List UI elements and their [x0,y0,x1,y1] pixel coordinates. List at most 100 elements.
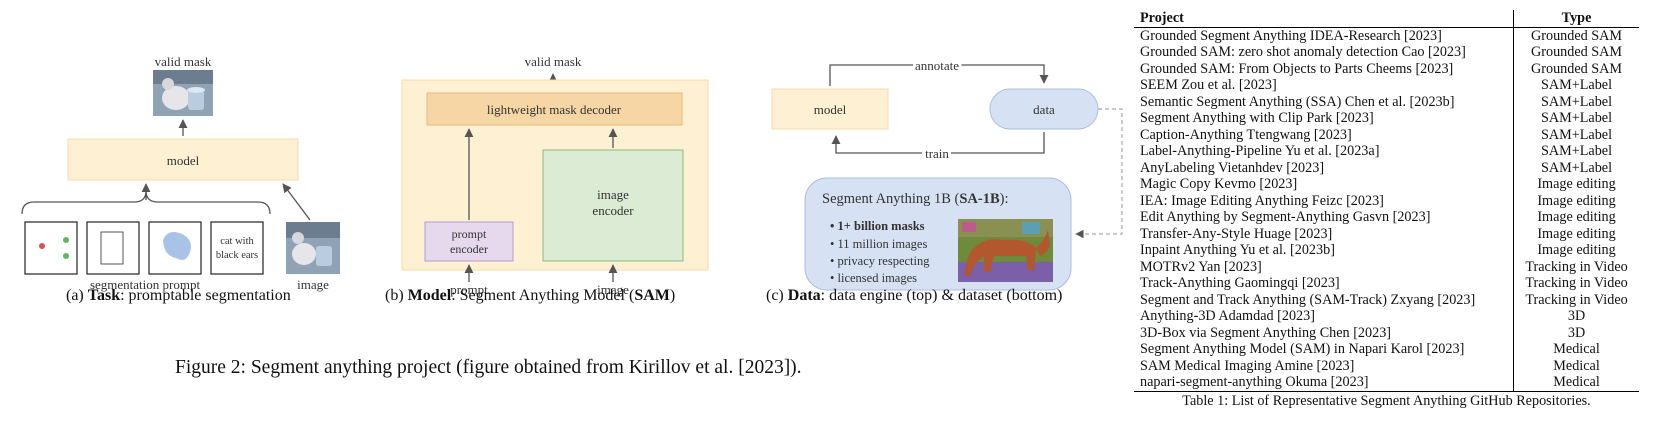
type-cell: SAM+Label [1541,126,1613,143]
prompt-text-line2: black ears [216,250,258,261]
prompt-box [86,221,140,275]
table-row: Magic Copy Kevmo [2023] Image editing [1134,176,1639,193]
prompt-points [24,221,78,275]
dataset-sample-image [958,219,1053,282]
type-cell: Grounded SAM [1531,27,1623,44]
table-row: Grounded SAM: zero shot anomaly detectio… [1134,44,1639,61]
dataset-bullet-3: • privacy respecting [830,254,930,268]
panel-b-image-label: image [597,282,629,297]
table-row: Label-Anything-Pipeline Yu et al. [2023a… [1134,143,1639,160]
table-row: Inpaint Anything Yu et al. [2023b] Image … [1134,242,1639,259]
project-cell: Transfer-Any-Style Huage [2023] [1134,225,1515,242]
project-cell: SEEM Zou et al. [2023] [1134,77,1515,94]
type-cell: Image editing [1537,176,1616,192]
prompt-text: cat with black ears [210,221,264,275]
panel-a-image-label: image [297,277,329,292]
mask-decoder-box [426,92,683,126]
table-row: SAM Medical Imaging Amine [2023] Medical [1134,357,1639,374]
project-cell: Grounded Segment Anything IDEA-Research … [1134,27,1515,44]
panel-a-valid-mask-label: valid mask [155,54,212,69]
type-cell: Image editing [1537,209,1616,225]
project-cell: SAM Medical Imaging Amine [2023] [1134,357,1515,374]
project-cell: Grounded SAM: zero shot anomaly detectio… [1134,44,1515,61]
project-cell: Inpaint Anything Yu et al. [2023b] [1134,242,1515,259]
repositories-table: Project Type Grounded Segment Anything I… [1134,10,1639,392]
table-row: napari-segment-anything Okuma [2023]Medi… [1134,374,1639,392]
project-cell: Grounded SAM: From Objects to Parts Chee… [1134,60,1515,77]
project-cell: Segment Anything Model (SAM) in Napari K… [1134,341,1515,358]
table-row: Segment Anything with Clip Park [2023] SA… [1134,110,1639,127]
project-cell: napari-segment-anything Okuma [2023] [1134,374,1515,392]
project-cell: MOTRv2 Yan [2023] [1134,258,1515,275]
table-row: Anything-3D Adamdad [2023] 3D [1134,308,1639,325]
panel-b-valid-mask-label: valid mask [525,54,582,69]
type-cell: SAM+Label [1541,93,1613,110]
prompt-encoder-box [424,221,514,262]
table-row: Grounded SAM: From Objects to Parts Chee… [1134,60,1639,77]
prompt-mask [148,221,202,275]
type-cell: Medical [1553,341,1600,357]
prompt-encoder-line1: prompt [452,227,487,241]
image-encoder-box [542,149,684,262]
project-cell: Segment Anything with Clip Park [2023] [1134,110,1515,127]
type-cell: 3D [1567,308,1586,324]
mask-decoder-label: lightweight mask decoder [487,102,622,117]
panel-a-model-box [67,138,299,181]
type-cell: SAM+Label [1541,110,1613,126]
panel-b-caption: (b) Model: Segment Anything Model (SAM) [385,287,676,304]
segmentation-prompt-label: segmentation prompt [90,277,201,292]
panel-a-input-image [286,222,340,274]
table-body: Grounded Segment Anything IDEA-Research … [1134,27,1639,392]
annotate-label: annotate [915,58,959,73]
prompt-text-line1: cat with [220,236,254,247]
table-row: Grounded Segment Anything IDEA-Research … [1134,27,1639,44]
sam-figure: valid mask model [21,54,1123,378]
project-cell: IEA: Image Editing Anything Feizc [2023] [1134,192,1515,209]
valid-mask-image [153,70,213,116]
project-cell: AnyLabeling Vietanhdev [2023] [1134,159,1515,176]
project-cell: Edit Anything by Segment-Anything Gasvn … [1134,209,1515,226]
figure-diagram: valid mask model [21,54,1123,297]
image-encoder-line1: image [597,187,629,202]
header-type: Type [1513,10,1639,28]
table-row: Segment and Track Anything (SAM-Track) Z… [1134,291,1639,308]
type-cell: Image editing [1537,225,1616,242]
dataset-bullet-4: • licensed images [830,271,917,285]
panel-c-data-label: data [1033,102,1055,117]
type-cell: Grounded SAM [1531,60,1623,77]
project-cell: Track-Anything Gaomingqi [2023] [1134,275,1515,292]
panel-a-caption: (a) Task: promptable segmentation [66,287,291,304]
type-cell: SAM+Label [1541,159,1613,176]
type-cell: SAM+Label [1541,143,1613,159]
header-project: Project [1134,10,1515,28]
type-cell: Image editing [1537,242,1616,258]
table-row: 3D-Box via Segment Anything Chen [2023] 3… [1134,324,1639,341]
dataset-connector [1075,108,1123,239]
table-header-row: Project Type [1134,10,1639,28]
project-cell: Magic Copy Kevmo [2023] [1134,176,1515,193]
panel-b-model: valid mask lightweight mask decoder imag… [401,54,709,297]
train-label: train [925,146,949,161]
project-cell: 3D-Box via Segment Anything Chen [2023] [1134,324,1515,341]
table-row: AnyLabeling Vietanhdev [2023] SAM+Label [1134,159,1639,176]
panel-c-caption: (c) Data: data engine (top) & dataset (b… [766,287,1063,304]
type-cell: 3D [1567,324,1586,341]
type-cell: Grounded SAM [1531,44,1623,60]
prompt-encoder-line2: encoder [450,242,488,256]
table-row: IEA: Image Editing Anything Feizc [2023]… [1134,192,1639,209]
dataset-bullet-2: • 11 million images [830,237,927,251]
type-cell: Tracking in Video [1525,258,1628,275]
table-row: Transfer-Any-Style Huage [2023] Image edi… [1134,225,1639,242]
type-cell: Medical [1513,374,1639,392]
project-cell: Caption-Anything Ttengwang [2023] [1134,126,1515,143]
project-cell: Segment and Track Anything (SAM-Track) Z… [1134,291,1515,308]
table-caption: Table 1: List of Representative Segment … [1182,392,1591,409]
type-cell: Medical [1553,357,1600,374]
figure-caption: Figure 2: Segment anything project (figu… [175,357,802,378]
panel-b-prompt-label: prompt [450,282,488,297]
table-row: Segment Anything Model (SAM) in Napari K… [1134,341,1639,358]
type-cell: Image editing [1537,192,1616,209]
table-row: SEEM Zou et al. [2023]SAM+Label [1134,77,1639,94]
panel-c-model-box [771,88,889,130]
project-cell: Anything-3D Adamdad [2023] [1134,308,1515,325]
